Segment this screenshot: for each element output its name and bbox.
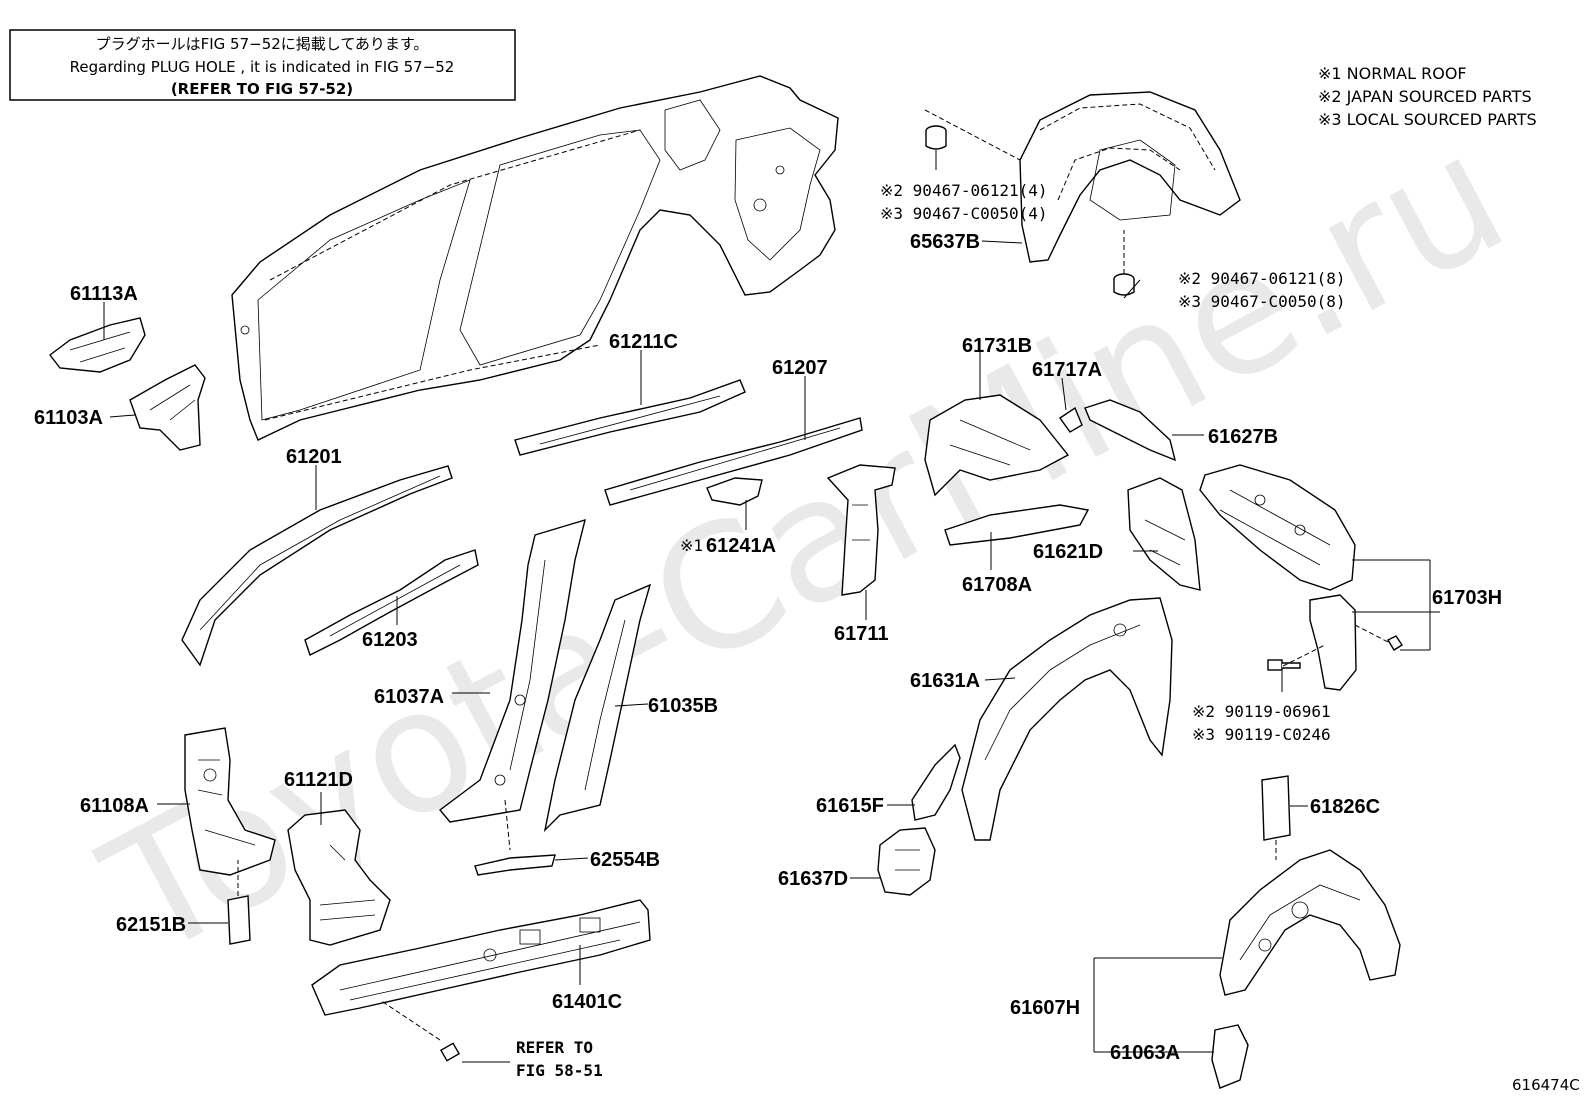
label-61637D: 61637D [778,868,848,890]
label-61063A: 61063A [1110,1042,1180,1064]
part-61211C-shape [514,379,746,456]
part-61717A-shape [1059,406,1083,433]
label-61401C: 61401C [552,991,622,1013]
legend-item-3: ※3 LOCAL SOURCED PARTS [1318,110,1537,129]
clip-lower-icon [1113,230,1135,296]
label-61241A: 61241A [706,535,776,557]
part-62554B-shape [474,799,556,876]
part-61615F-shape [911,743,961,821]
figure-code: 616474C [1512,1076,1580,1094]
legend-item-1: ※1 NORMAL ROOF [1318,64,1467,83]
body-side-outer-panel [231,75,839,441]
part-61703H-upper-shape [1199,464,1356,591]
label-61607H: 61607H [1010,997,1080,1019]
bolt-label-b: ※3 90119-C0246 [1192,725,1331,744]
legend-item-2: ※2 JAPAN SOURCED PARTS [1318,87,1532,106]
label-61121D: 61121D [284,769,353,791]
label-61201: 61201 [286,446,342,468]
clip-upper-icon [924,109,1021,161]
label-65637B: 65637B [910,231,980,253]
note-line-2: Regarding PLUG HOLE , it is indicated in… [70,58,455,76]
label-61717A: 61717A [1032,359,1102,381]
part-61711-shape [826,464,896,596]
part-61121D-shape [287,809,391,946]
part-61063A-shape [1211,1024,1249,1089]
refer-line-2: FIG 58-51 [516,1061,603,1080]
clip-lower-label-b: ※3 90467-C0050(8) [1178,292,1346,311]
refer-bolt-icon [379,999,461,1062]
part-61103A-shape [129,364,206,451]
refer-line-1: REFER TO [516,1038,593,1057]
label-61731B: 61731B [962,335,1032,357]
label-61627B: 61627B [1208,426,1278,448]
part-61826C-shape [1261,775,1291,860]
refer-label: REFER TO FIG 58-51 [462,1038,603,1080]
part-61621D-shape [1127,477,1201,591]
note-line-3: (REFER TO FIG 57-52) [171,80,353,98]
label-62151B: 62151B [116,914,186,936]
label-61711: 61711 [834,623,889,645]
label-61708A: 61708A [962,574,1032,596]
label-61621D: 61621D [1033,541,1103,563]
clip-upper-label-b: ※3 90467-C0050(4) [880,204,1048,223]
label-61211C: 61211C [609,331,678,353]
label-61207: 61207 [772,357,828,379]
part-61035B-shape [543,583,652,833]
part-61113A-shape [49,317,146,373]
part-61708A-shape [944,504,1090,546]
part-61607H-shape [1219,849,1401,996]
part-labels: 65637B 61113A 61103A 61211C 61207 61731B… [34,231,1502,1064]
bolt-label-a: ※2 90119-06961 [1192,702,1331,721]
label-61108A: 61108A [80,795,149,817]
part-61401C-shape [311,899,651,1016]
part-61637D-shape [877,827,936,896]
fastener-labels: ※2 90467-06121(4) ※3 90467-C0050(4) ※2 9… [880,181,1346,744]
part-61203-shape [304,549,479,656]
label-61631A: 61631A [910,670,980,692]
clip-61703H-icon [1354,624,1403,651]
clip-upper-label-a: ※2 90467-06121(4) [880,181,1048,200]
wheel-house-liner [1019,91,1241,263]
part-61108A-shape [184,727,276,876]
note-box: プラグホールはFIG 57−52に掲載してあります。 Regarding PLU… [9,29,516,101]
label-61826C: 61826C [1310,796,1380,818]
leader-lines [103,150,1440,1053]
part-62151B-shape [227,860,251,945]
part-61201-shape [181,465,453,667]
legend: ※1 NORMAL ROOF ※2 JAPAN SOURCED PARTS ※3… [1318,64,1537,129]
label-61103A: 61103A [34,407,103,429]
part-61731B-shape [924,394,1070,497]
label-61037A: 61037A [374,686,444,708]
label-61203: 61203 [362,629,418,651]
label-61703H: 61703H [1432,587,1502,609]
part-61631A-shape [961,597,1173,841]
label-62554B: 62554B [590,849,660,871]
clip-lower-label-a: ※2 90467-06121(8) [1178,269,1346,288]
bolt-icon [1267,644,1326,671]
label-61113A: 61113A [70,283,138,305]
label-61035B: 61035B [648,695,718,717]
part-61703H-lower-shape [1309,594,1357,691]
part-61627B-shape [1084,399,1177,462]
label-61615F: 61615F [816,795,884,817]
label-61241A-mark: ※1 [680,536,703,555]
part-61241A-shape [706,477,763,506]
note-line-1: プラグホールはFIG 57−52に掲載してあります。 [96,35,429,53]
part-61037A-shape [438,518,586,823]
